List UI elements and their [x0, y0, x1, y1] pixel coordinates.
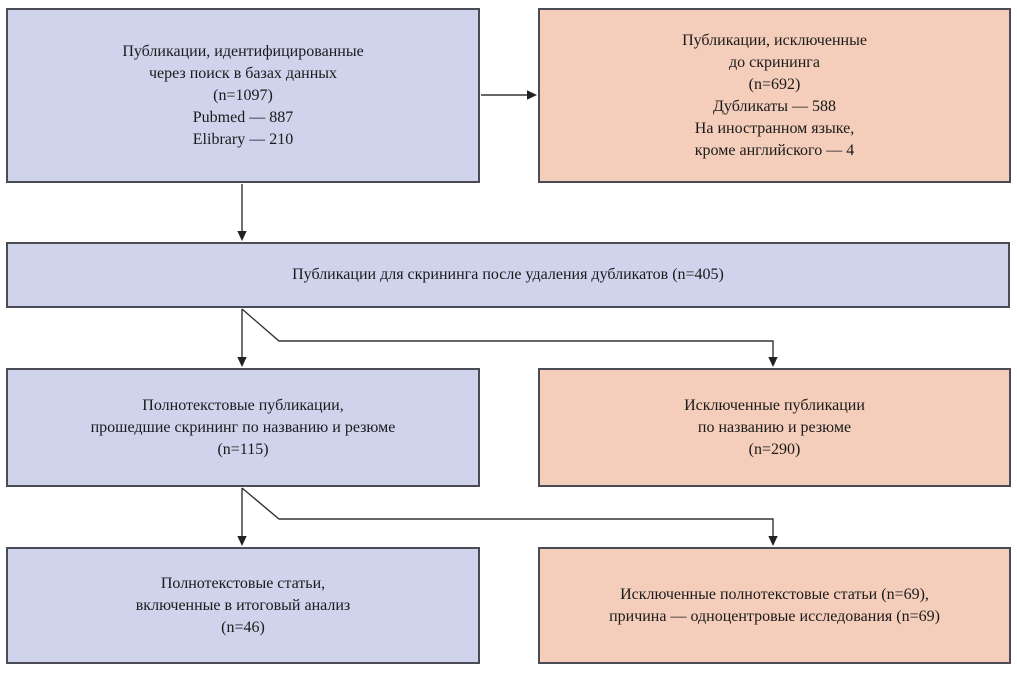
- arrowhead-right: [527, 90, 537, 100]
- box-text-line: Публикации, идентифицированные: [122, 42, 364, 60]
- box-text-line: Публикации для скрининга после удаления …: [292, 266, 724, 283]
- box-identified: Публикации, идентифицированные через пои…: [6, 8, 480, 183]
- box-text-line: Публикации, исключенные: [682, 31, 867, 49]
- arrowhead-down: [768, 357, 778, 367]
- box-included-final-analysis: Полнотекстовые статьи, включенные в итог…: [6, 547, 480, 664]
- box-text-line: Pubmed — 887: [192, 108, 294, 126]
- box-excluded-before-screening: Публикации, исключенные до скрининга (n=…: [538, 8, 1011, 183]
- box-text-line: (n=290): [748, 440, 801, 458]
- box-text-line: прошедшие скрининг по названию и резюме: [90, 418, 396, 436]
- box-screening: Публикации для скрининга после удаления …: [6, 242, 1010, 308]
- box-excluded-fulltext: Исключенные полнотекстовые статьи (n=69)…: [538, 547, 1011, 664]
- box-fulltext-screened: Полнотекстовые публикации, прошедшие скр…: [6, 368, 480, 487]
- box-text-line: (n=46): [221, 618, 265, 636]
- box-text-line: через поиск в базах данных: [148, 64, 338, 82]
- box-text-line: Исключенные полнотекстовые статьи (n=69)…: [620, 585, 929, 603]
- arrow-screening-to-excluded-title: [241, 308, 774, 358]
- box-text-line: по названию и резюме: [697, 418, 852, 436]
- box-text-line: кроме английского — 4: [694, 141, 855, 159]
- arrowhead-down: [237, 536, 247, 546]
- box-text-line: На иностранном языке,: [694, 119, 855, 137]
- box-text-line: Дубликаты — 588: [713, 97, 836, 115]
- box-text-line: Полнотекстовые статьи,: [160, 574, 326, 592]
- box-text-line: (n=115): [217, 440, 269, 458]
- arrowhead-down: [237, 357, 247, 367]
- box-excluded-title-abstract: Исключенные публикации по названию и рез…: [538, 368, 1011, 487]
- arrow-fulltext-to-excluded-fulltext: [241, 487, 774, 537]
- box-text-line: Полнотекстовые публикации,: [142, 396, 344, 414]
- arrowhead-down: [237, 231, 247, 241]
- box-text-line: (n=692): [748, 75, 801, 93]
- box-text-line: (n=1097): [213, 86, 273, 104]
- box-text-line: включенные в итоговый анализ: [135, 596, 351, 614]
- arrowhead-down: [768, 536, 778, 546]
- box-text-line: до скрининга: [729, 53, 820, 71]
- box-text-line: Исключенные публикации: [684, 396, 865, 414]
- box-text-line: причина — одноцентровые исследования (n=…: [609, 607, 940, 625]
- box-text-line: Elibrary — 210: [192, 130, 294, 148]
